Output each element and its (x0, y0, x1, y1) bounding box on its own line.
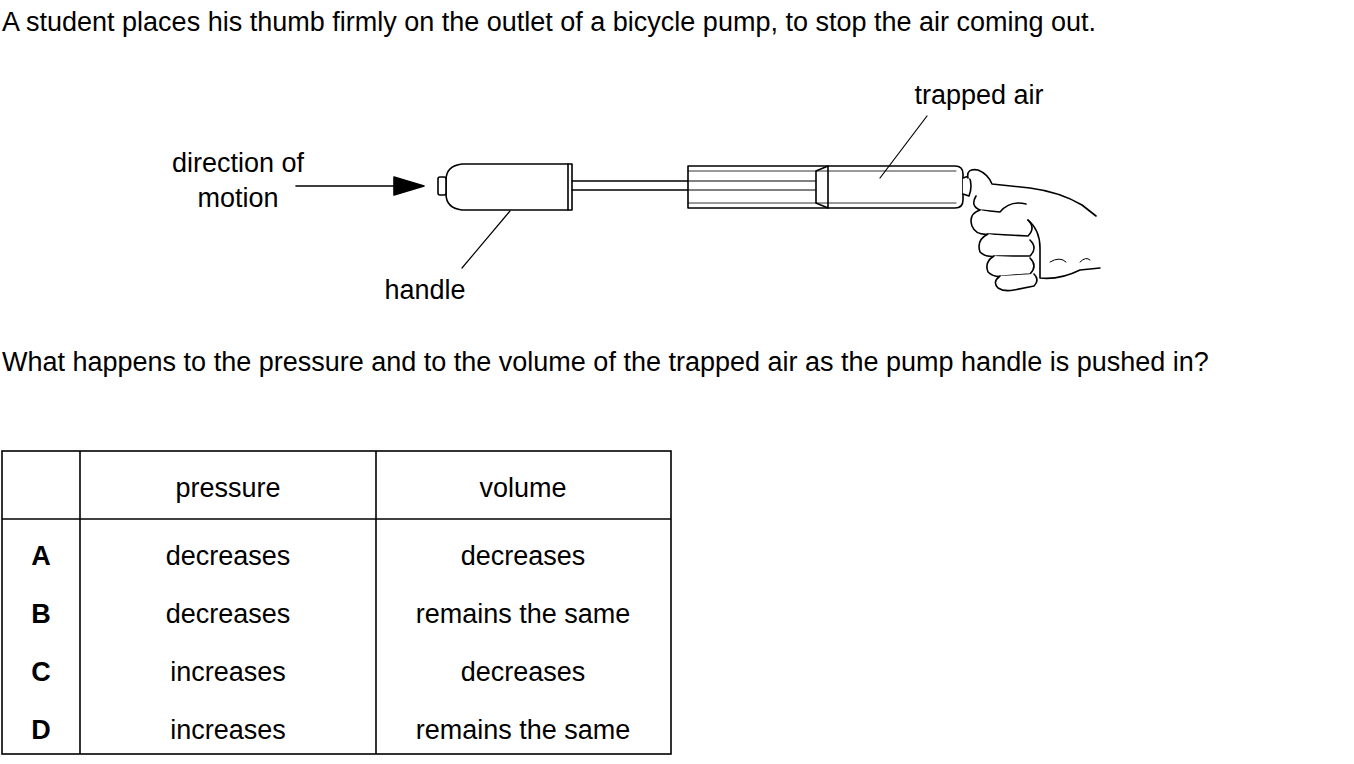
arrow-head (394, 177, 424, 195)
rod-inside (688, 190, 816, 191)
arrow-line (296, 185, 400, 187)
table-rule (79, 451, 81, 754)
part-label: trapped air (914, 79, 1043, 111)
handle-edge (567, 164, 569, 210)
table-cell: increases (170, 656, 286, 688)
question-intro: A student places his thumb firmly on the… (2, 6, 1096, 38)
option-letter: C (31, 656, 51, 688)
rod (572, 180, 688, 182)
hand-finger (971, 210, 1032, 236)
table-cell: decreases (461, 656, 586, 688)
pump-barrel (688, 166, 963, 208)
piston (816, 166, 828, 208)
table-border (2, 451, 671, 754)
option-letter: B (31, 598, 51, 630)
handle-nub (438, 177, 446, 195)
table-cell: decreases (166, 598, 291, 630)
table-header: pressure (175, 472, 280, 504)
hand-thumb-base (974, 196, 1026, 212)
table-cell: remains the same (416, 714, 631, 746)
part-label: handle (384, 274, 465, 306)
hand-finger (995, 274, 1037, 291)
leader-line (462, 211, 510, 268)
hand-thumb (968, 170, 1096, 216)
motion-label: direction of motion (148, 146, 328, 216)
barrel-inner (688, 203, 956, 204)
option-letter: D (31, 714, 51, 746)
table-cell: decreases (166, 540, 291, 572)
outlet (963, 176, 971, 196)
table-grid (2, 451, 671, 754)
leader-line (880, 116, 927, 178)
barrel-inner (688, 171, 956, 172)
hand-finger (979, 234, 1034, 257)
table-rule (375, 451, 377, 754)
table-cell: decreases (461, 540, 586, 572)
hand-crease (1050, 258, 1090, 262)
table-cell: remains the same (416, 598, 631, 630)
hand-palm (1028, 220, 1100, 278)
rod-inside (688, 181, 816, 182)
option-letter: A (31, 540, 51, 572)
table-header: volume (479, 472, 566, 504)
table-cell: increases (170, 714, 286, 746)
pump-handle (446, 164, 572, 210)
question-text: What happens to the pressure and to the … (2, 344, 1347, 380)
hand-finger (987, 256, 1034, 277)
rod (572, 189, 688, 191)
table-rule (2, 518, 671, 520)
